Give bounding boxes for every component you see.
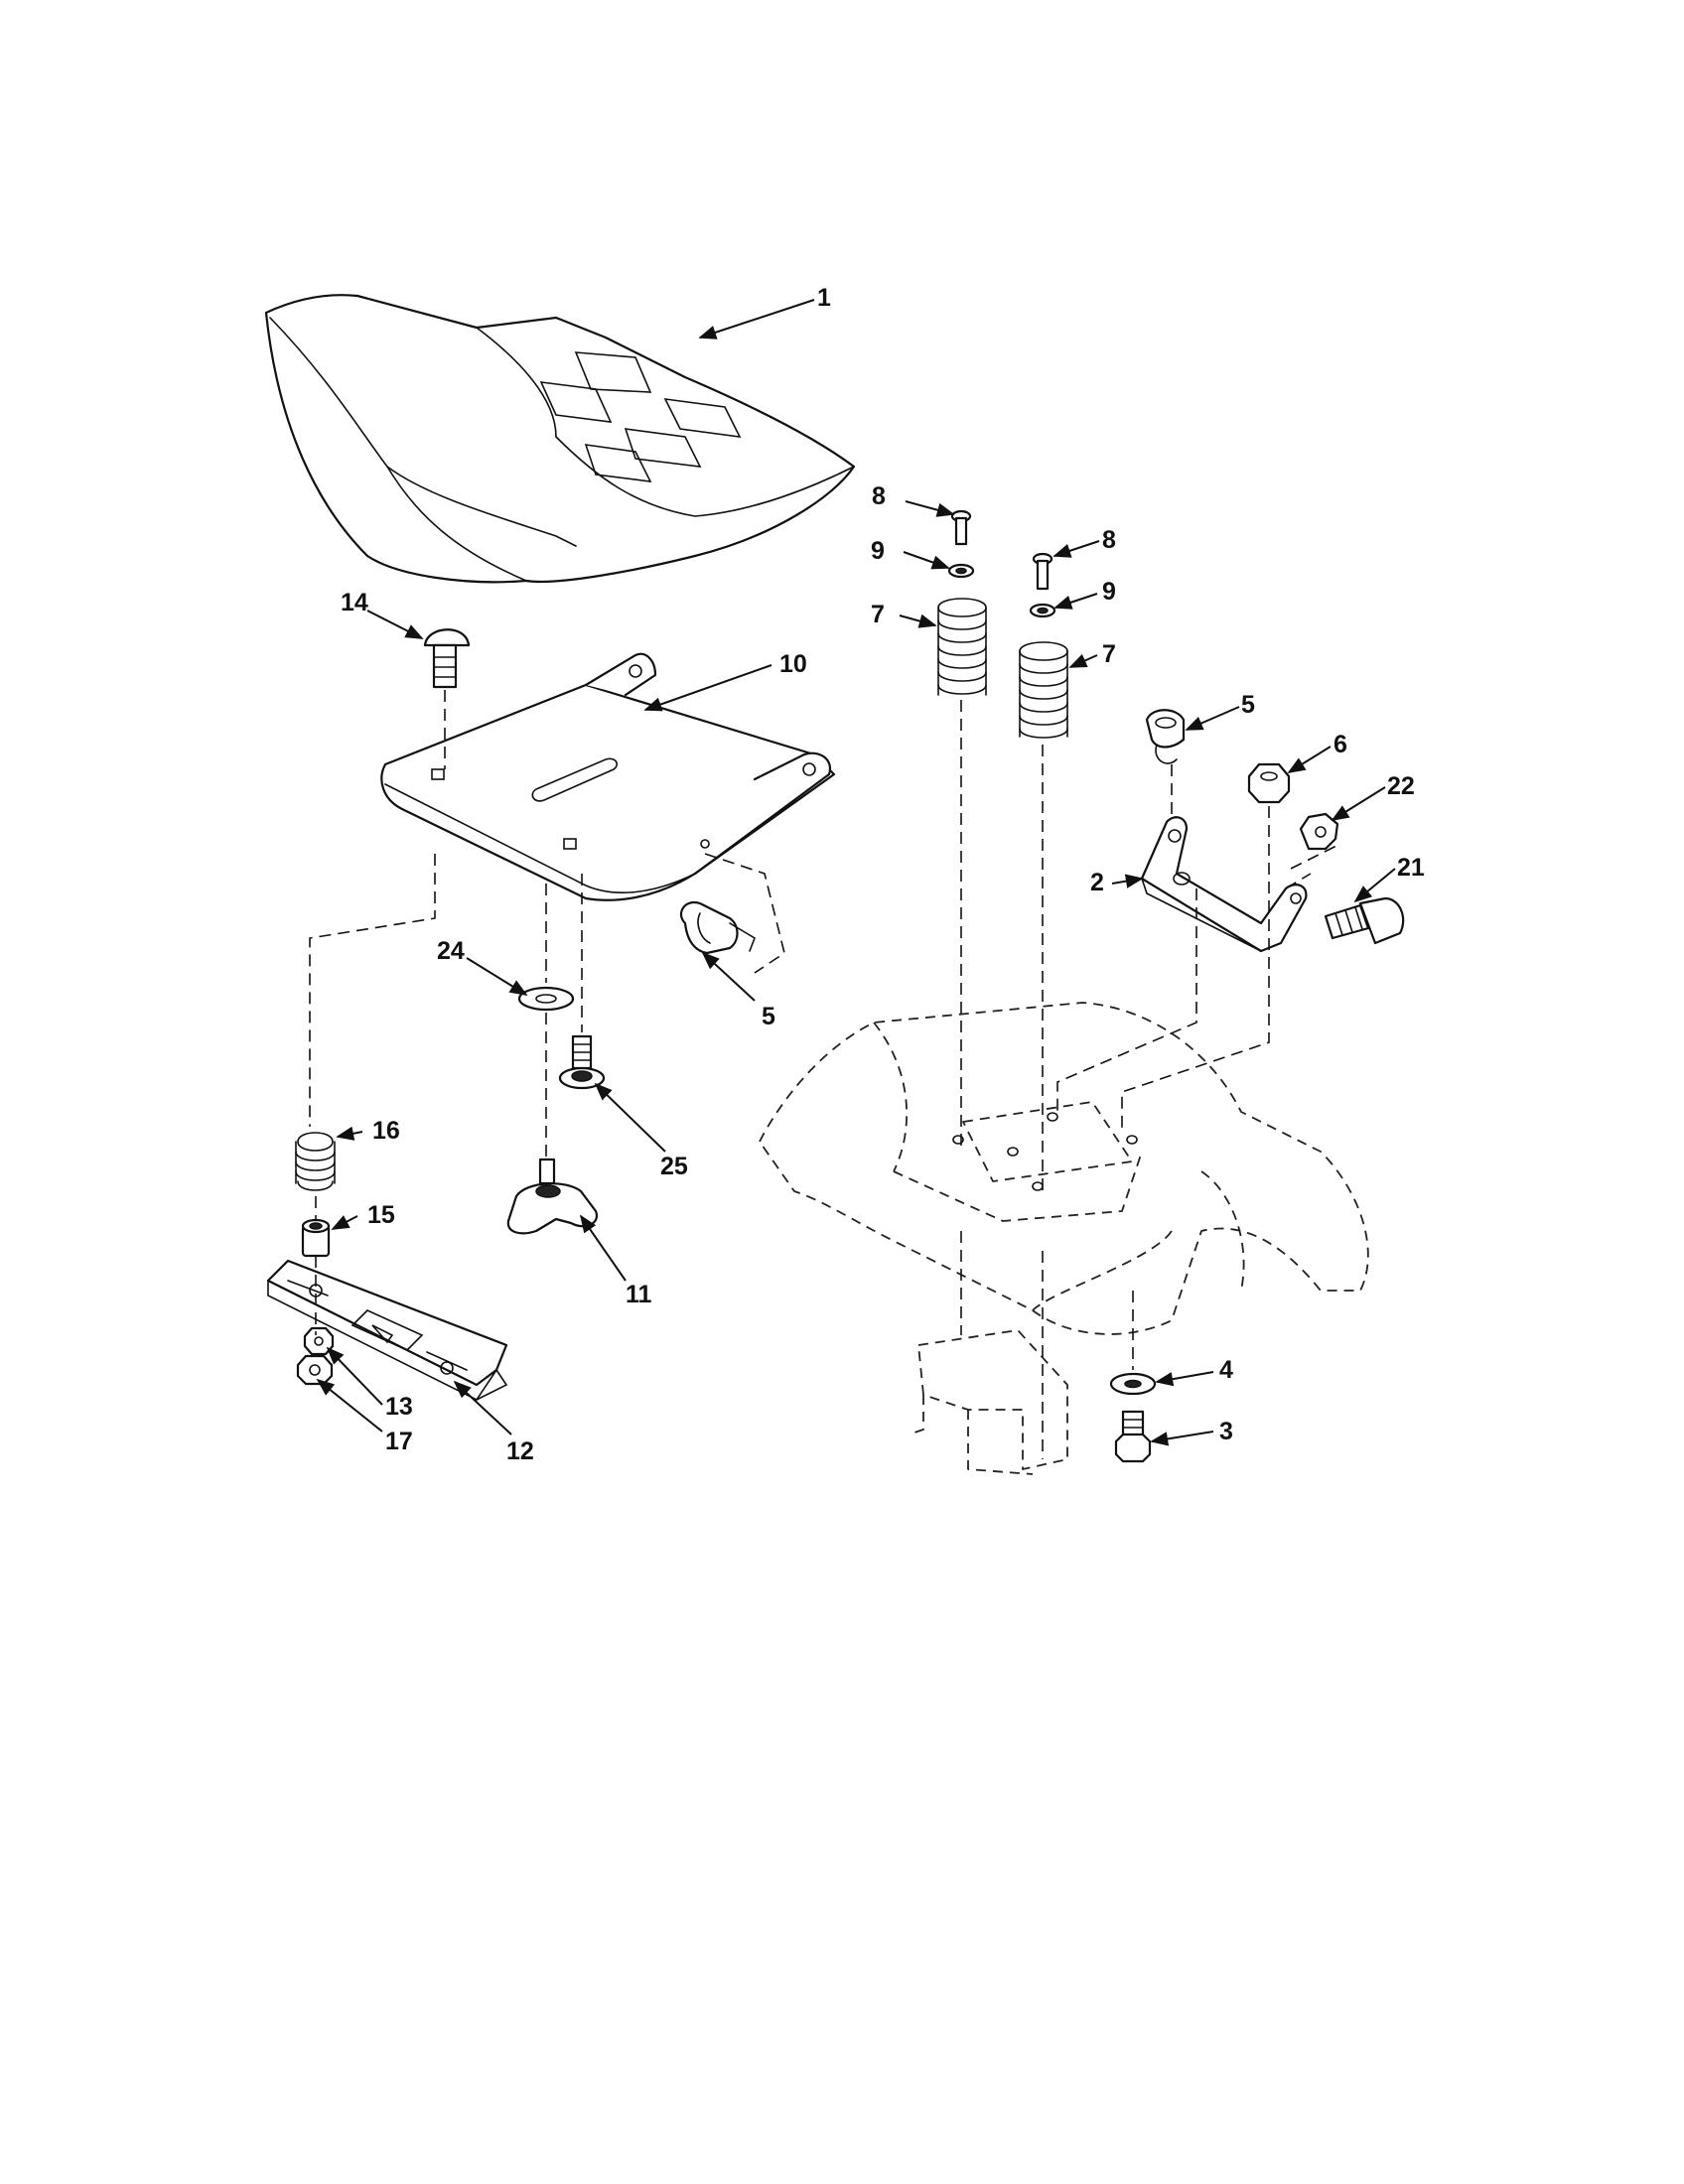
flat-washer-left: [517, 986, 575, 1012]
callout-2: 2: [1090, 869, 1104, 896]
callout-8-left: 8: [872, 482, 886, 510]
washer-left-small: [947, 563, 975, 579]
nut: [303, 1326, 335, 1356]
callout-13: 13: [385, 1393, 413, 1421]
seat: [264, 294, 856, 584]
callout-7-left: 7: [871, 601, 885, 628]
seat-spring-left: [937, 598, 987, 696]
callout-labels: 1 10 14 5 24 25 11 16 15 12 13 17 8 9 7 …: [341, 284, 1425, 1465]
callout-17: 17: [385, 1428, 413, 1455]
washer-right-small: [1029, 603, 1056, 618]
callout-leaders: [316, 299, 1396, 1446]
alignment-guides: [309, 690, 1341, 1459]
seat-spring-right: [1019, 641, 1068, 739]
callout-10: 10: [779, 650, 807, 678]
callout-5-right: 5: [1241, 691, 1255, 719]
flange-nut: [1299, 812, 1339, 851]
flat-washer-right: [1109, 1372, 1157, 1396]
callout-5-left: 5: [762, 1003, 775, 1030]
callout-9-left: 9: [871, 537, 885, 565]
callout-4: 4: [1219, 1356, 1233, 1384]
callout-14: 14: [341, 589, 368, 616]
callout-16: 16: [372, 1117, 400, 1145]
seat-bracket: [1140, 816, 1308, 953]
callout-7-right: 7: [1102, 640, 1116, 668]
callout-12: 12: [506, 1437, 534, 1465]
callout-22: 22: [1387, 772, 1415, 800]
adjustment-knob: [506, 1158, 599, 1235]
callout-6: 6: [1333, 731, 1347, 758]
shoulder-bolt: [558, 1034, 606, 1090]
hex-bolt: [1114, 1410, 1152, 1463]
callout-11: 11: [626, 1281, 652, 1308]
shoulder-bolt-right: [1324, 896, 1405, 945]
callout-3: 3: [1219, 1418, 1233, 1445]
tractor-frame-outline: [759, 1002, 1369, 1475]
callout-1: 1: [817, 284, 831, 312]
carriage-bolt: [423, 628, 471, 689]
callout-9-right: 9: [1102, 578, 1116, 606]
bolt-right: [1032, 552, 1053, 591]
seat-clip-left: [679, 900, 756, 955]
callout-8-right: 8: [1102, 526, 1116, 554]
callout-24: 24: [437, 937, 465, 965]
lock-nut: [296, 1354, 334, 1386]
seat-pan: [380, 652, 836, 901]
hex-nut: [1247, 762, 1291, 804]
callout-21: 21: [1397, 854, 1425, 882]
callout-15: 15: [367, 1201, 395, 1229]
bolt-left: [950, 509, 972, 546]
callout-25: 25: [660, 1153, 688, 1180]
spacer: [301, 1218, 331, 1258]
seat-adjustment-plate: [266, 1259, 508, 1402]
seat-clip-right: [1145, 709, 1186, 764]
seat-spring-small: [295, 1132, 336, 1191]
